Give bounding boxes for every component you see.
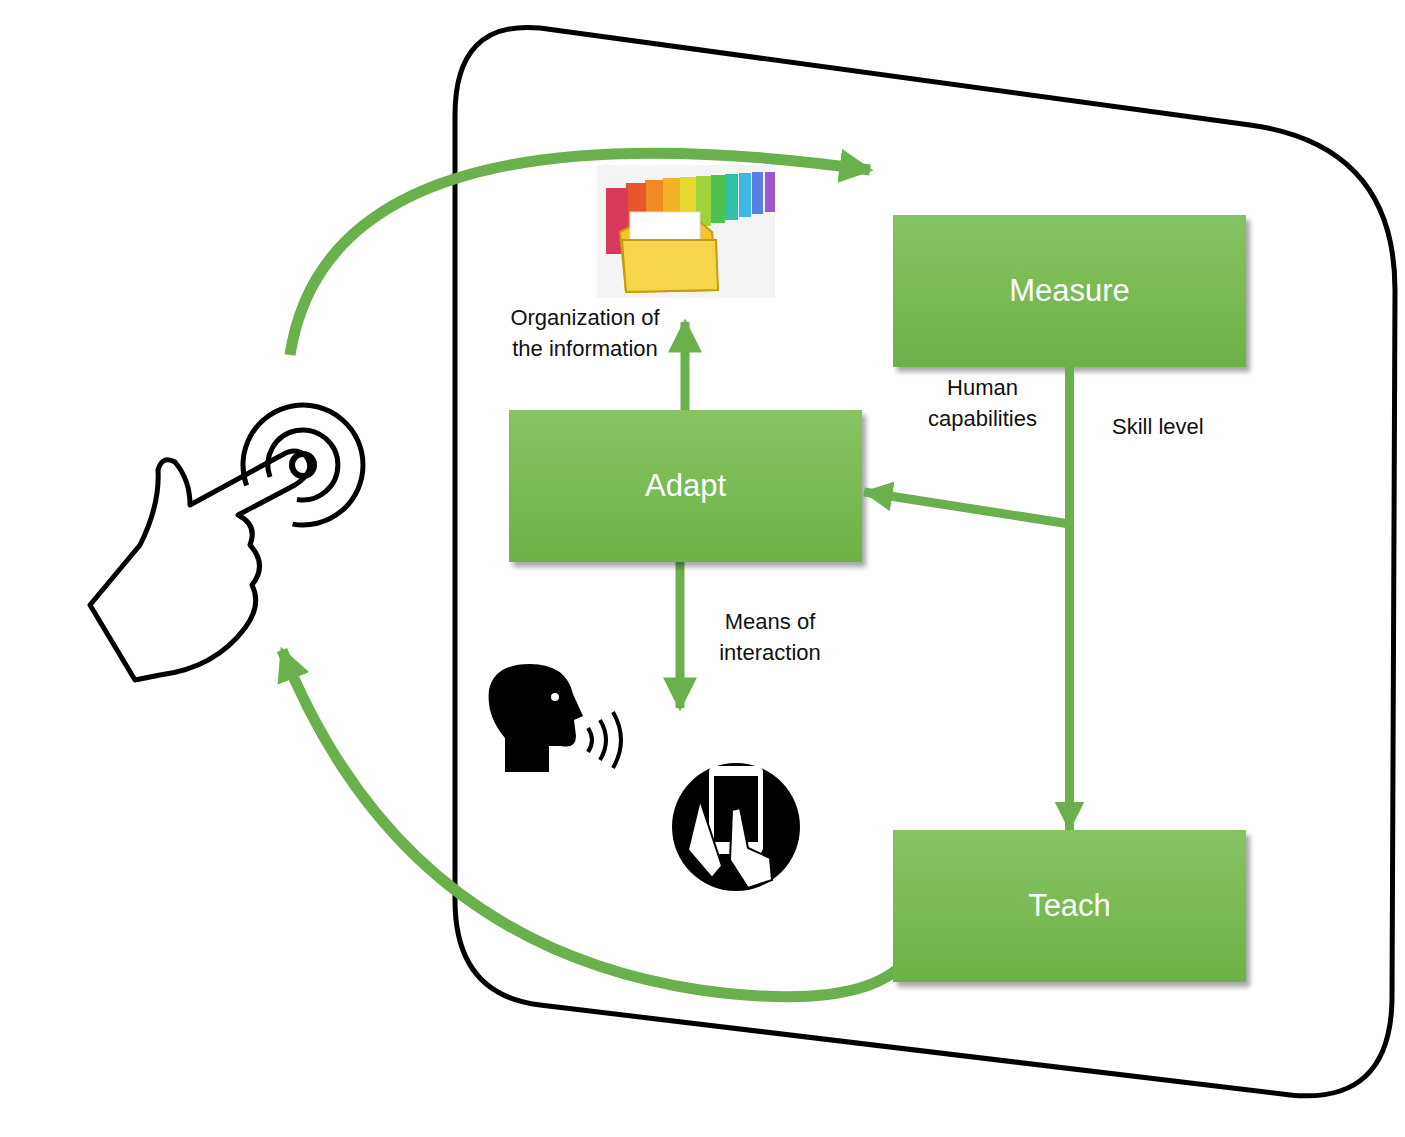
speaking-head-icon — [489, 664, 621, 772]
touch-ring — [268, 430, 338, 500]
info-arrow — [681, 322, 690, 410]
holding-hand — [688, 800, 722, 878]
folder-front — [622, 240, 718, 292]
box-label: Adapt — [645, 468, 726, 504]
interaction-arrow — [676, 562, 685, 708]
touchscreen-icon — [672, 763, 800, 891]
folder-paper — [630, 212, 700, 242]
folder-tab — [765, 172, 775, 212]
touch-point — [292, 454, 314, 476]
annotation-label: Human capabilities — [915, 372, 1050, 434]
process-box: Adapt — [509, 410, 862, 562]
box-label: Measure — [1009, 273, 1130, 309]
sound-wave — [613, 712, 621, 768]
process-box: Measure — [893, 215, 1246, 367]
finger — [730, 808, 772, 888]
image-background — [597, 165, 775, 298]
outer-frame — [455, 27, 1395, 1095]
icon-disc — [672, 763, 800, 891]
folders-image — [597, 165, 775, 298]
folder-tab — [739, 173, 751, 217]
head-silhouette — [489, 664, 583, 772]
sound-wave — [588, 728, 592, 752]
loop-arrow — [282, 650, 905, 997]
annotation-label: Skill level — [1112, 411, 1242, 442]
head-eye — [551, 693, 559, 701]
touch-ring — [243, 405, 363, 525]
folder-tab — [752, 172, 763, 214]
flow-arrow — [1065, 367, 1074, 830]
flow-arrow — [864, 367, 1070, 524]
folder-tab — [725, 174, 738, 220]
annotation-label: Means of interaction — [700, 606, 840, 668]
hand-outline — [90, 451, 310, 680]
process-box: Teach — [893, 830, 1246, 982]
box-label: Teach — [1028, 888, 1111, 924]
touch-hand-icon — [90, 405, 363, 680]
folder-tab — [711, 175, 725, 223]
sound-wave — [600, 720, 606, 760]
annotation-label: Organization of the information — [505, 302, 665, 364]
